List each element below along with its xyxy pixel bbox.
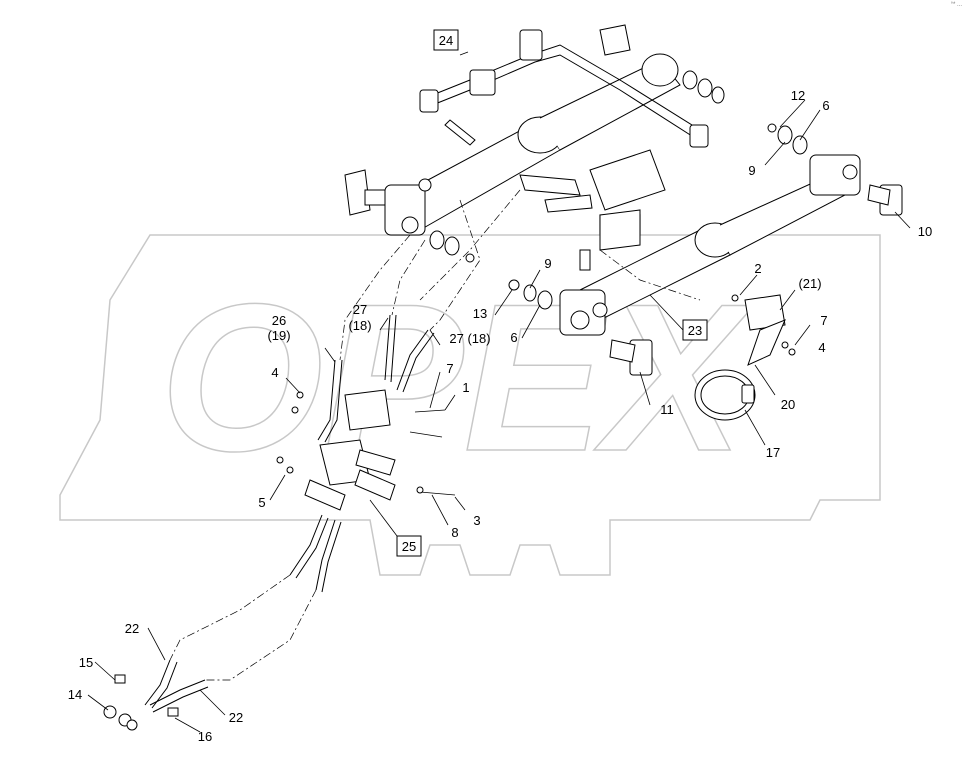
callout-4-right: 4 (818, 340, 825, 355)
callout-box-24 (433, 29, 459, 51)
callout-6-upper: 6 (822, 98, 829, 113)
callout-12: 12 (791, 88, 805, 103)
pin-parts (609, 184, 903, 376)
callout-19: (19) (267, 328, 290, 343)
callout-box-23 (682, 319, 708, 341)
piping-assembly (419, 24, 709, 148)
watermark-gear-outline (59, 214, 881, 576)
callout-22-lower: 22 (229, 710, 243, 725)
hoses-upper-left (317, 314, 435, 443)
bracket-parts (731, 294, 796, 366)
callout-1: 1 (462, 380, 469, 395)
valve-block-upper (519, 149, 666, 271)
callout-27: 27 (353, 302, 367, 317)
hoses-lower (103, 514, 342, 731)
callout-20: 20 (781, 397, 795, 412)
corner-mark: °* ... (950, 2, 962, 8)
callout-7-right: 7 (820, 313, 827, 328)
callout-18: (18) (348, 318, 371, 333)
callout-21: (21) (798, 276, 821, 291)
seal-set-middle (429, 230, 553, 310)
cylinder-upper (344, 53, 681, 236)
callout-23: 23 (688, 323, 702, 338)
callout-15: 15 (79, 655, 93, 670)
watermark: OPEX (59, 214, 881, 576)
callout-10: 10 (918, 224, 932, 239)
callout-5: 5 (258, 495, 265, 510)
valve-block-lower (304, 389, 396, 511)
callout-27-18: 27 (18) (449, 331, 490, 346)
watermark-text: OPEX (160, 260, 754, 495)
callout-13: 13 (473, 306, 487, 321)
callout-6-middle: 6 (510, 330, 517, 345)
callout-11: 11 (660, 402, 674, 417)
callout-24: 24 (439, 33, 453, 48)
bolts (276, 391, 456, 496)
leader-lines (87, 51, 911, 733)
callout-3: 3 (473, 513, 480, 528)
callout-26: 26 (272, 313, 286, 328)
callout-9-middle: 9 (544, 256, 551, 271)
callout-box-25 (396, 535, 422, 557)
callout-8: 8 (451, 525, 458, 540)
callout-22-upper: 22 (125, 621, 139, 636)
callout-16: 16 (198, 729, 212, 744)
callout-17: 17 (766, 445, 780, 460)
callout-7-left: 7 (446, 361, 453, 376)
callout-labels: 24 12 6 9 10 9 2 (21) 13 23 6 7 4 20 11 … (68, 33, 932, 744)
seal-set-upper (682, 70, 808, 155)
callout-14: 14 (68, 687, 82, 702)
cylinder-lower (559, 154, 861, 336)
callout-2: 2 (754, 261, 761, 276)
callout-25: 25 (402, 539, 416, 554)
callout-4-left: 4 (271, 365, 278, 380)
hose-clamp (694, 369, 756, 421)
callout-9-upper: 9 (748, 163, 755, 178)
connection-lines (169, 189, 701, 681)
